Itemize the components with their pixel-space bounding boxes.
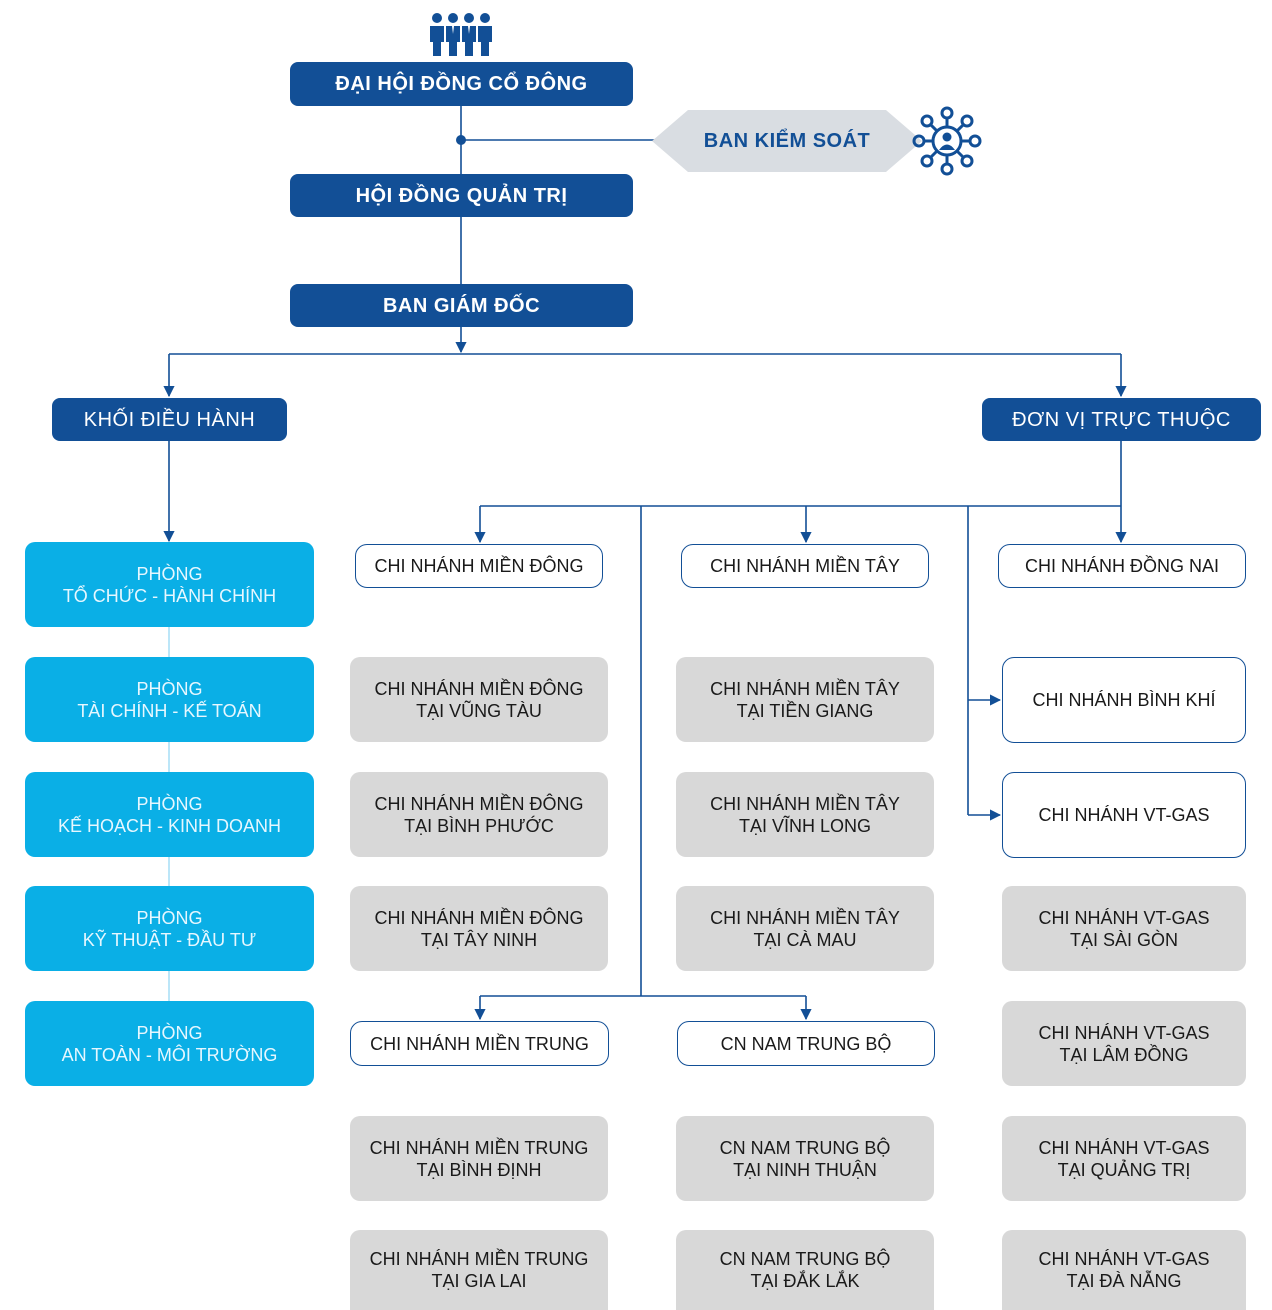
branch-dong-nai: CHI NHÁNH ĐỒNG NAI — [998, 544, 1246, 588]
sub-branch-box: CHI NHÁNH MIỀN TRUNG TẠI BÌNH ĐỊNH — [350, 1116, 608, 1201]
directors-label: BAN GIÁM ĐỐC — [382, 294, 541, 317]
branch-label: CHI NHÁNH ĐỒNG NAI — [1024, 556, 1219, 576]
exec-block-label: KHỐI ĐIỀU HÀNH — [83, 408, 256, 431]
board-box: HỘI ĐỒNG QUẢN TRỊ — [290, 174, 633, 217]
sub-branch-line1: CHI NHÁNH VT-GAS — [1038, 907, 1210, 928]
sub-branch-line1: CHI NHÁNH MIỀN ĐÔNG — [374, 793, 584, 814]
sub-branch-box: CHI NHÁNH VT-GAS TẠI SÀI GÒN — [1002, 886, 1246, 971]
branch-mien-dong: CHI NHÁNH MIỀN ĐÔNG — [355, 544, 603, 588]
supervisory-label: BAN KIỂM SOÁT — [703, 129, 871, 152]
branch-label: CN NAM TRUNG BỘ — [720, 1033, 892, 1054]
department-box: PHÒNG KẾ HOẠCH - KINH DOANH — [25, 772, 314, 857]
sub-branch-box: CHI NHÁNH MIỀN ĐÔNG TẠI TÂY NINH — [350, 886, 608, 971]
shareholders-box: ĐẠI HỘI ĐỒNG CỔ ĐÔNG — [290, 62, 633, 106]
sub-branch-line1: CHI NHÁNH MIỀN TÂY — [710, 907, 900, 928]
sub-branch-line1: CHI NHÁNH MIỀN TRUNG — [369, 1137, 589, 1158]
department-line2: KỸ THUẬT - ĐẦU TƯ — [82, 929, 257, 950]
sub-branch-line1: CHI NHÁNH MIỀN ĐÔNG — [374, 907, 584, 928]
sub-branch-line1: CHI NHÁNH MIỀN TRUNG — [369, 1249, 589, 1269]
sub-branch-box: CHI NHÁNH MIỀN TÂY TẠI VĨNH LONG — [676, 772, 934, 857]
branch-label: CHI NHÁNH VT-GAS — [1038, 805, 1210, 825]
sub-branch-line2: TẠI TÂY NINH — [420, 929, 538, 950]
department-line1: PHÒNG — [136, 1022, 203, 1043]
sub-branch-line2: TẠI QUẢNG TRỊ — [1057, 1159, 1191, 1180]
branch-vt-gas: CHI NHÁNH VT-GAS — [1002, 772, 1246, 858]
department-line1: PHÒNG — [136, 907, 203, 928]
sub-branch-box: CHI NHÁNH MIỀN TÂY TẠI TIỀN GIANG — [676, 657, 934, 742]
branch-mien-trung: CHI NHÁNH MIỀN TRUNG — [350, 1021, 609, 1066]
sub-branch-box: CN NAM TRUNG BỘ TẠI NINH THUẬN — [676, 1116, 934, 1201]
sub-branch-line1: CHI NHÁNH VT-GAS — [1038, 1137, 1210, 1158]
branch-binh-khi: CHI NHÁNH BÌNH KHÍ — [1002, 657, 1246, 743]
sub-branch-line2: TẠI TIỀN GIANG — [736, 700, 874, 721]
sub-branch-line1: CHI NHÁNH VT-GAS — [1038, 1249, 1210, 1269]
sub-branch-line1: CHI NHÁNH MIỀN TÂY — [710, 793, 900, 814]
sub-branch-line2: TẠI ĐÀ NẴNG — [1066, 1271, 1182, 1291]
sub-branch-line2: TẠI SÀI GÒN — [1069, 929, 1179, 950]
exec-block-box: KHỐI ĐIỀU HÀNH — [52, 398, 287, 441]
department-line1: PHÒNG — [136, 678, 203, 699]
department-line2: TỔ CHỨC - HÀNH CHÍNH — [62, 585, 277, 606]
branch-nam-trung-bo: CN NAM TRUNG BỘ — [677, 1021, 935, 1066]
sub-branch-line1: CN NAM TRUNG BỘ — [719, 1249, 891, 1269]
sub-branch-box: CHI NHÁNH MIỀN TÂY TẠI CÀ MAU — [676, 886, 934, 971]
department-line2: AN TOÀN - MÔI TRƯỜNG — [61, 1044, 278, 1065]
department-box: PHÒNG KỸ THUẬT - ĐẦU TƯ — [25, 886, 314, 971]
sub-branch-box: CHI NHÁNH MIỀN ĐÔNG TẠI BÌNH PHƯỚC — [350, 772, 608, 857]
sub-branch-line2: TẠI CÀ MAU — [753, 929, 857, 950]
sub-branch-box: CHI NHÁNH VT-GAS TẠI QUẢNG TRỊ — [1002, 1116, 1246, 1201]
sub-branch-line1: CHI NHÁNH MIỀN ĐÔNG — [374, 678, 584, 699]
units-block-label: ĐƠN VỊ TRỰC THUỘC — [1012, 408, 1231, 431]
branch-label: CHI NHÁNH MIỀN TRUNG — [370, 1033, 589, 1054]
branch-label: CHI NHÁNH MIỀN ĐÔNG — [374, 556, 584, 576]
sub-branch-line1: CHI NHÁNH VT-GAS — [1038, 1022, 1210, 1043]
department-box: PHÒNG TÀI CHÍNH - KẾ TOÁN — [25, 657, 314, 742]
sub-branch-line2: TẠI BÌNH PHƯỚC — [404, 815, 554, 836]
sub-branch-line2: TẠI VŨNG TÀU — [416, 700, 542, 721]
sub-branch-box: CN NAM TRUNG BỘ TẠI ĐẮK LẮK — [676, 1230, 934, 1310]
sub-branch-box: CHI NHÁNH VT-GAS TẠI ĐÀ NẴNG — [1002, 1230, 1246, 1310]
network-person-icon — [912, 106, 982, 176]
sub-branch-line1: CN NAM TRUNG BỘ — [719, 1137, 891, 1158]
branch-mien-tay: CHI NHÁNH MIỀN TÂY — [681, 544, 929, 588]
directors-box: BAN GIÁM ĐỐC — [290, 284, 633, 327]
supervisory-box: BAN KIỂM SOÁT — [652, 110, 922, 172]
department-line2: TÀI CHÍNH - KẾ TOÁN — [77, 700, 262, 721]
department-line1: PHÒNG — [136, 793, 203, 814]
board-label: HỘI ĐỒNG QUẢN TRỊ — [355, 184, 568, 207]
sub-branch-box: CHI NHÁNH MIỀN ĐÔNG TẠI VŨNG TÀU — [350, 657, 608, 742]
sub-branch-box: CHI NHÁNH MIỀN TRUNG TẠI GIA LAI — [350, 1230, 608, 1310]
branch-label: CHI NHÁNH BÌNH KHÍ — [1032, 690, 1216, 710]
sub-branch-line2: TẠI GIA LAI — [431, 1271, 527, 1291]
people-group-icon — [430, 13, 492, 56]
sub-branch-line2: TẠI VĨNH LONG — [738, 815, 872, 836]
units-block-box: ĐƠN VỊ TRỰC THUỘC — [982, 398, 1261, 441]
branch-label: CHI NHÁNH MIỀN TÂY — [710, 556, 900, 576]
sub-branch-line2: TẠI NINH THUẬN — [733, 1159, 877, 1180]
shareholders-label: ĐẠI HỘI ĐỒNG CỔ ĐÔNG — [335, 73, 588, 95]
sub-branch-line2: TẠI LÂM ĐỒNG — [1059, 1044, 1189, 1065]
department-line1: PHÒNG — [136, 563, 203, 584]
sub-branch-box: CHI NHÁNH VT-GAS TẠI LÂM ĐỒNG — [1002, 1001, 1246, 1086]
sub-branch-line1: CHI NHÁNH MIỀN TÂY — [710, 678, 900, 699]
sub-branch-line2: TẠI BÌNH ĐỊNH — [416, 1159, 542, 1180]
sub-branch-line2: TẠI ĐẮK LẮK — [750, 1271, 860, 1291]
department-box: PHÒNG AN TOÀN - MÔI TRƯỜNG — [25, 1001, 314, 1086]
department-box: PHÒNG TỔ CHỨC - HÀNH CHÍNH — [25, 542, 314, 627]
department-line2: KẾ HOẠCH - KINH DOANH — [57, 815, 282, 836]
